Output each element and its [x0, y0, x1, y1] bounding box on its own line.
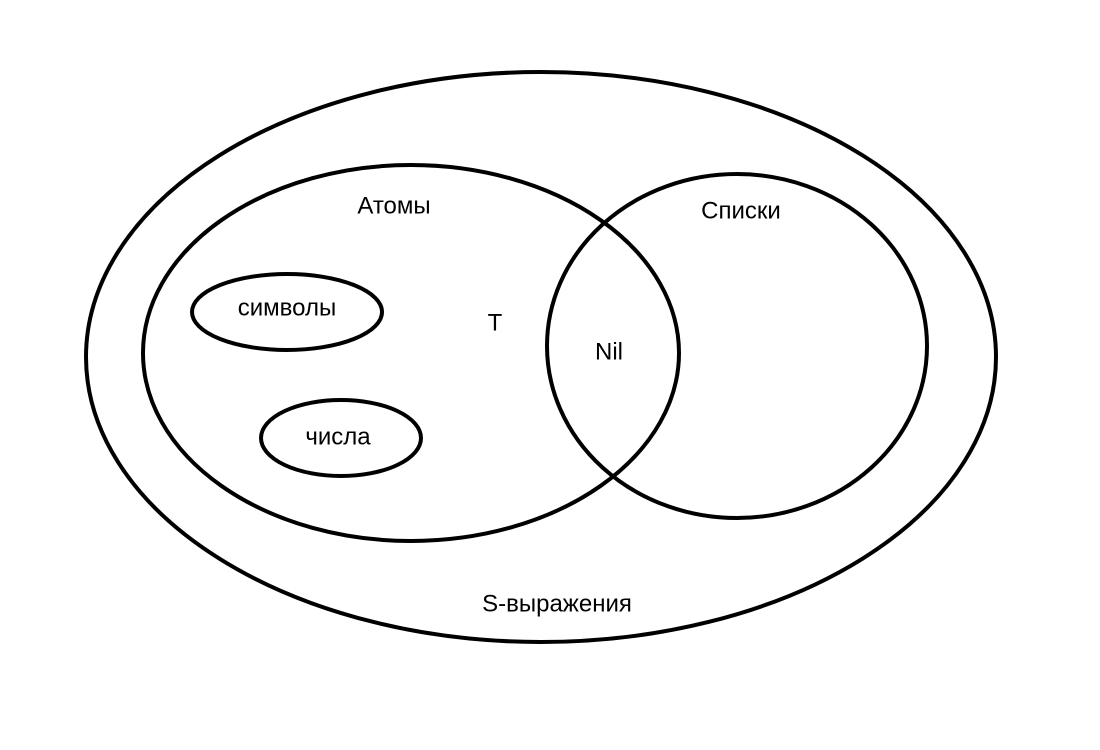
t-element-label: T: [488, 309, 503, 336]
symbols-set-label: символы: [238, 294, 336, 321]
lists-set-label: Списки: [701, 197, 781, 224]
lists-set: [545, 172, 929, 520]
symbols-set: [190, 272, 384, 352]
nil-element-label: Nil: [595, 338, 623, 365]
s-expressions-set: [84, 70, 998, 644]
atoms-set: [141, 163, 681, 543]
numbers-set-label: числа: [305, 423, 371, 450]
atoms-set-label: Атомы: [357, 192, 430, 219]
numbers-set: [259, 398, 423, 478]
s-expressions-set-label: S-выражения: [482, 590, 632, 617]
